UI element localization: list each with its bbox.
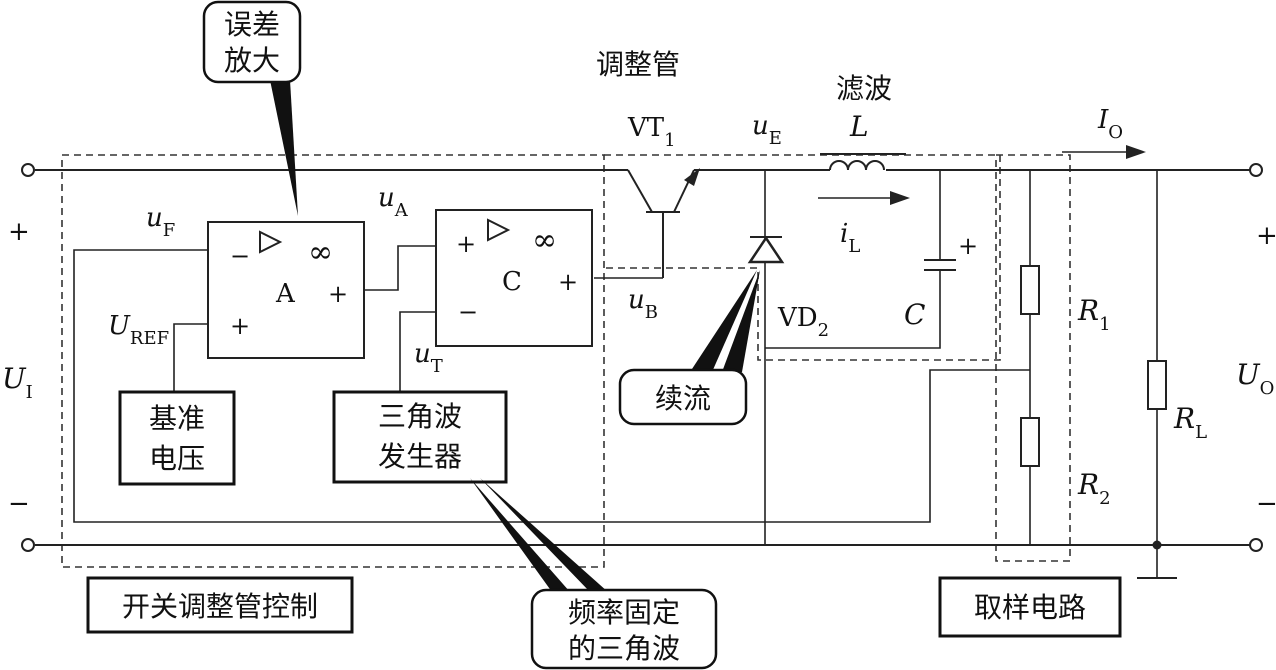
- amp-a-infinity: ∞: [308, 235, 333, 270]
- fixed-triangle-line-1: 频率固定: [568, 596, 680, 629]
- transistor-vt1: [627, 168, 700, 278]
- output-minus: −: [1256, 489, 1276, 519]
- ue-label: uE: [752, 111, 782, 149]
- error-amp-callout: 误差 放大: [202, 0, 302, 216]
- switch-control-label-box: 开关调整管控制: [86, 576, 354, 634]
- output-terminal-bottom: [1249, 538, 1263, 552]
- r1-label: R1: [1077, 294, 1111, 335]
- io-arrow: [1062, 145, 1146, 159]
- error-amp-line-1: 误差: [224, 8, 280, 41]
- switch-control-region: [61, 154, 605, 568]
- comparator-c: ∞ + − + C: [435, 209, 593, 347]
- ref-wire: [173, 323, 208, 392]
- inductor-l: [820, 153, 906, 171]
- triangle-generator-box: 三角波 发生器: [332, 390, 508, 484]
- switch-control-label: 开关调整管控制: [122, 590, 318, 623]
- ua-wire: [364, 245, 436, 291]
- output-plus: +: [1256, 221, 1276, 251]
- sampling-region: [995, 154, 1071, 562]
- ut-label: uT: [414, 339, 443, 377]
- pass-tube-region: [604, 154, 1001, 361]
- freewheel-label: 续流: [655, 382, 711, 415]
- input-terminal-bottom: [21, 538, 35, 552]
- reference-line-2: 电压: [149, 442, 205, 475]
- io-label: IO: [1097, 105, 1123, 143]
- il-label: iL: [840, 219, 860, 257]
- r2-label: R2: [1077, 468, 1111, 509]
- amp-a-plus-in: +: [230, 312, 250, 340]
- rl-label: RL: [1173, 402, 1207, 443]
- input-terminal-top: [21, 163, 35, 177]
- amp-a-minus: −: [230, 242, 250, 270]
- input-minus: −: [8, 489, 30, 519]
- triangle-gen-line-2: 发生器: [378, 440, 462, 473]
- input-plus: +: [8, 217, 30, 247]
- il-arrow: [818, 191, 910, 205]
- fixed-triangle-callout: 频率固定 的三角波: [470, 478, 718, 670]
- amp-a-label: A: [275, 279, 296, 309]
- vd2-label: VD2: [777, 303, 829, 341]
- output-terminal-top: [1249, 163, 1263, 177]
- error-amp-line-2: 放大: [224, 44, 280, 77]
- ua-label: uA: [378, 183, 409, 221]
- uo-label: UO: [1236, 358, 1274, 399]
- capacitor-label: C: [904, 298, 925, 331]
- inductor-label: L: [849, 110, 869, 143]
- amp-a-plus-out: +: [328, 280, 348, 308]
- reference-line-1: 基准: [149, 402, 205, 435]
- reference-voltage-box: 基准 电压: [118, 390, 236, 486]
- comp-c-plus-in: +: [456, 230, 476, 258]
- filter-label: 滤波: [836, 72, 892, 105]
- ut-wire: [399, 311, 436, 392]
- fixed-triangle-line-2: 的三角波: [568, 632, 680, 665]
- diode-vd2: [747, 170, 785, 545]
- load-resistor-rl: [1137, 170, 1177, 579]
- uf-label: uF: [146, 203, 175, 241]
- ui-label: UI: [2, 362, 33, 403]
- triangle-gen-line-1: 三角波: [378, 400, 462, 433]
- comp-c-minus: −: [458, 298, 478, 326]
- capacitor-c: [765, 170, 956, 349]
- comp-c-label: C: [502, 267, 522, 297]
- capacitor-plus: +: [958, 232, 978, 260]
- pass-tube-label: 调整管: [596, 48, 680, 81]
- error-amplifier-a: ∞ − + + A: [207, 221, 365, 359]
- comp-c-plus-out: +: [558, 268, 578, 296]
- freewheel-callout: 续流: [618, 270, 760, 426]
- sampling-label: 取样电路: [974, 591, 1086, 624]
- comp-c-infinity: ∞: [532, 223, 557, 258]
- sampling-label-box: 取样电路: [938, 576, 1122, 638]
- vt1-label: VT1: [627, 113, 676, 151]
- uref-label: UREF: [108, 311, 169, 349]
- ub-label: uB: [628, 285, 658, 323]
